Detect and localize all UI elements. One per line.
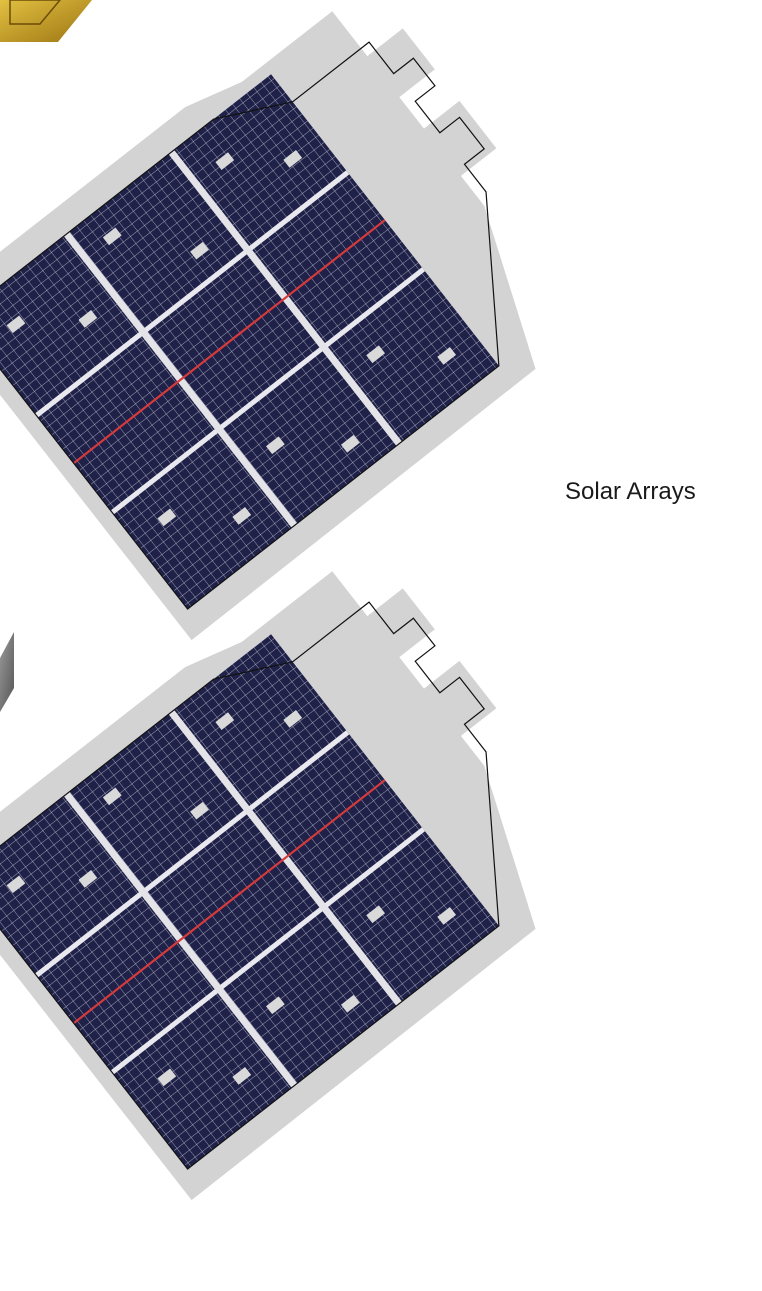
array-wing-lower — [0, 530, 621, 1202]
solar-arrays-label: Solar Arrays — [565, 478, 696, 505]
solar-array-lower — [0, 530, 621, 1202]
gray-module-part — [0, 632, 14, 712]
array-wing-upper — [0, 0, 621, 642]
solar-array-upper — [0, 0, 621, 642]
gold-module-part — [0, 0, 92, 42]
